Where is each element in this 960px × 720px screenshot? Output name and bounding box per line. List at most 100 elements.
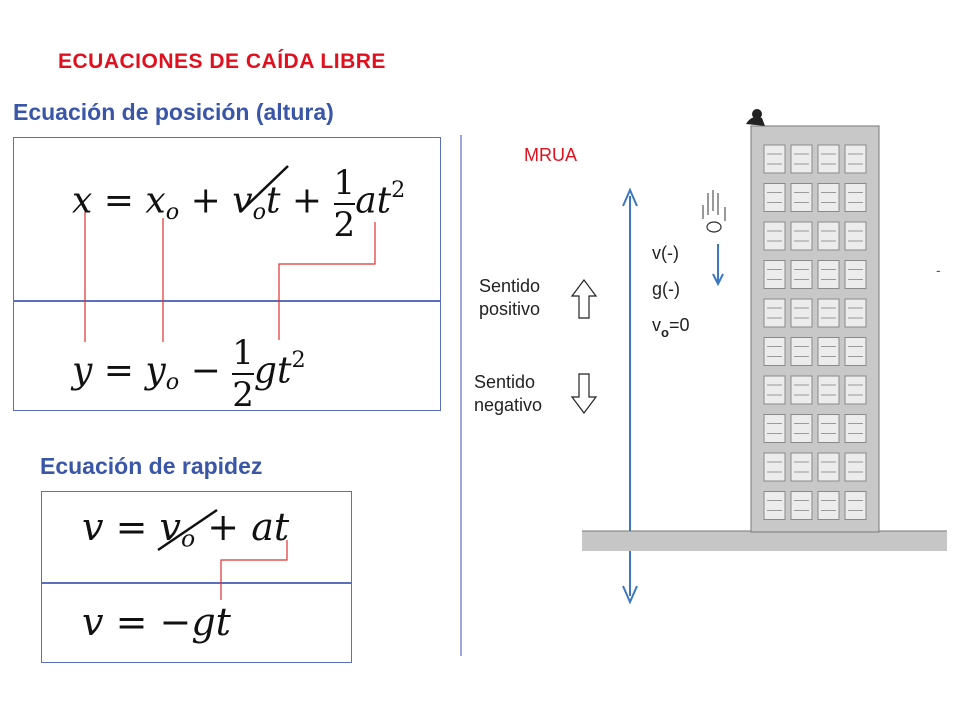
minus-gt: −gt bbox=[159, 600, 231, 644]
person-icon bbox=[746, 109, 765, 126]
building-window bbox=[763, 144, 786, 174]
building-window bbox=[790, 298, 813, 328]
building-window bbox=[844, 452, 867, 482]
building-window bbox=[790, 452, 813, 482]
building-window bbox=[817, 298, 840, 328]
building-window bbox=[790, 221, 813, 251]
building-window bbox=[844, 337, 867, 366]
plus-sign: + bbox=[291, 180, 323, 222]
building-window bbox=[844, 491, 867, 520]
building-window bbox=[790, 260, 813, 289]
building-window bbox=[763, 260, 786, 289]
sentido-positivo-line1: Sentido bbox=[479, 276, 541, 296]
equals-sign: = bbox=[115, 600, 148, 644]
var-y: y bbox=[72, 350, 93, 392]
building-window bbox=[817, 221, 840, 251]
var-y0: y bbox=[145, 350, 166, 392]
building-icon bbox=[750, 125, 880, 533]
building-window bbox=[844, 298, 867, 328]
var-g: g bbox=[253, 350, 277, 392]
var-t: t bbox=[276, 350, 292, 392]
building-window bbox=[763, 337, 786, 366]
speed-heading: Ecuación de rapidez bbox=[40, 453, 263, 479]
building-window bbox=[790, 491, 813, 520]
building-window bbox=[817, 375, 840, 405]
var-t: t bbox=[376, 180, 392, 222]
building-window bbox=[763, 452, 786, 482]
vo-v: v bbox=[652, 315, 661, 335]
building-window bbox=[817, 183, 840, 212]
var-x: x bbox=[72, 180, 93, 222]
building-window bbox=[817, 414, 840, 443]
speed-equation-1: v = vo + at bbox=[82, 497, 289, 569]
building-window bbox=[790, 375, 813, 405]
gravity-label: g(-) bbox=[652, 279, 680, 299]
building-window bbox=[790, 337, 813, 366]
mrua-label: MRUA bbox=[524, 145, 577, 165]
speed-box-divider bbox=[41, 582, 352, 584]
vo-equals-zero: =0 bbox=[668, 315, 690, 335]
exponent-2: 2 bbox=[391, 177, 406, 203]
building-window bbox=[763, 375, 786, 405]
building-window bbox=[844, 414, 867, 443]
building-window bbox=[763, 221, 786, 251]
down-arrow-icon bbox=[570, 373, 598, 414]
falling-object-icon bbox=[702, 190, 726, 233]
subscript-o: o bbox=[165, 198, 180, 225]
sentido-negativo-line2: negativo bbox=[474, 394, 543, 415]
ground bbox=[582, 531, 947, 551]
up-arrow-icon bbox=[570, 279, 598, 319]
denominator: 2 bbox=[232, 374, 254, 415]
var-v0: v bbox=[232, 180, 253, 222]
subscript-o: o bbox=[252, 198, 266, 225]
position-heading: Ecuación de posición (altura) bbox=[13, 99, 334, 125]
speed-equation-box bbox=[41, 491, 352, 663]
equals-sign: = bbox=[115, 505, 148, 549]
building-window bbox=[817, 260, 840, 289]
building-window bbox=[763, 183, 786, 212]
sentido-negativo-label: Sentido negativo bbox=[474, 371, 542, 416]
vo-subscript: o bbox=[661, 325, 669, 340]
denominator: 2 bbox=[333, 204, 356, 245]
exponent-2: 2 bbox=[291, 347, 306, 373]
position-box-divider bbox=[13, 300, 441, 302]
var-x0: x bbox=[145, 180, 166, 222]
minus-sign: − bbox=[190, 350, 221, 392]
connector-at-gt bbox=[220, 540, 288, 600]
building-window bbox=[817, 491, 840, 520]
building-window bbox=[844, 144, 867, 174]
building-window bbox=[790, 414, 813, 443]
initial-velocity-label: vo=0 bbox=[652, 314, 689, 341]
var-a: a bbox=[355, 180, 377, 222]
equals-sign: = bbox=[103, 180, 134, 222]
page-title: ECUACIONES DE CAÍDA LIBRE bbox=[58, 50, 386, 73]
connector-a-g bbox=[278, 222, 376, 340]
sentido-positivo-line2: positivo bbox=[479, 298, 541, 319]
building-window bbox=[844, 183, 867, 212]
plus-sign: + bbox=[190, 180, 221, 222]
var-at: at bbox=[251, 505, 290, 549]
velocity-arrow-icon bbox=[712, 244, 724, 287]
building-window bbox=[790, 183, 813, 212]
var-v: v bbox=[82, 505, 104, 549]
building-window bbox=[844, 221, 867, 251]
var-t: t bbox=[266, 180, 281, 222]
stray-dash: - bbox=[936, 262, 941, 278]
building-window bbox=[817, 452, 840, 482]
building-window bbox=[817, 144, 840, 174]
speed-equation-2: v = −gt bbox=[82, 592, 231, 652]
var-v: v bbox=[82, 600, 104, 644]
equals-sign: = bbox=[103, 350, 134, 392]
position-equation-box bbox=[13, 137, 441, 411]
building-window bbox=[790, 144, 813, 174]
numerator: 1 bbox=[333, 162, 356, 203]
velocity-label: v(-) bbox=[652, 243, 679, 263]
building-window bbox=[763, 414, 786, 443]
building-window bbox=[844, 375, 867, 405]
subscript-o: o bbox=[165, 368, 180, 395]
